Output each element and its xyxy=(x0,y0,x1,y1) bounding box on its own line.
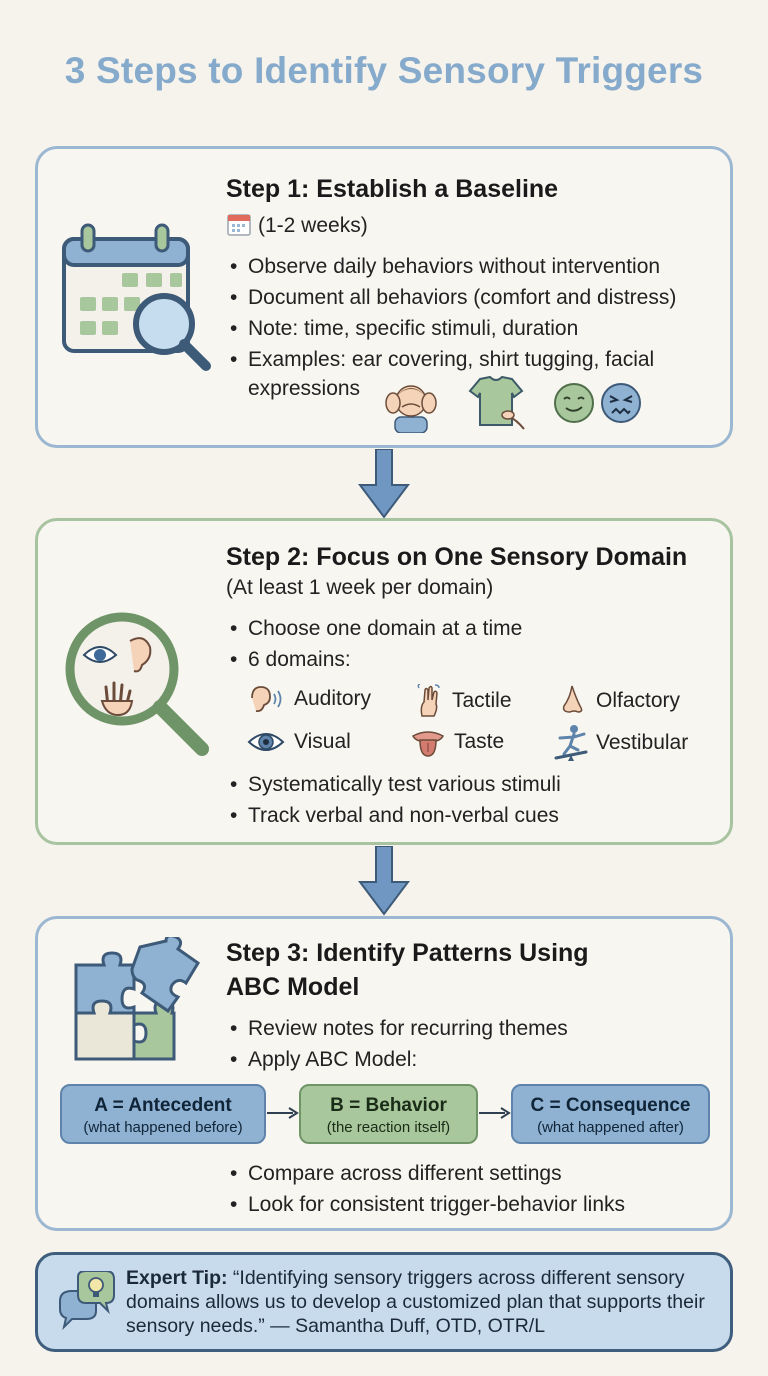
balance-icon xyxy=(554,725,588,761)
list-item: Choose one domain at a time xyxy=(228,613,522,644)
abc-behavior-box: B = Behavior (the reaction itself) xyxy=(299,1084,478,1144)
step3-title-line2: ABC Model xyxy=(226,973,360,1001)
sensory-magnifier-icon xyxy=(65,612,209,756)
step1-title: Step 1: Establish a Baseline xyxy=(226,175,559,203)
arrow-right-icon xyxy=(479,1107,511,1119)
calendar-magnifier-icon xyxy=(62,223,211,371)
abc-antecedent-box: A = Antecedent (what happened before) xyxy=(60,1084,266,1144)
chat-lightbulb-icon xyxy=(59,1271,115,1331)
list-item: Note: time, specific stimuli, duration xyxy=(228,313,676,344)
list-item: Look for consistent trigger-behavior lin… xyxy=(228,1189,625,1220)
nose-icon xyxy=(562,685,583,713)
abc-consequence-label: C = Consequence xyxy=(530,1095,691,1116)
step3-bullets-bottom: Compare across different settings Look f… xyxy=(228,1158,625,1220)
arrow-right-icon xyxy=(267,1107,299,1119)
list-item: Review notes for recurring themes xyxy=(228,1013,568,1044)
step3-bullets-top: Review notes for recurring themes Apply … xyxy=(228,1013,568,1075)
tongue-icon xyxy=(412,731,444,757)
child-covering-ears-icon xyxy=(385,385,437,433)
domain-vestibular: Vestibular xyxy=(554,724,688,762)
puzzle-icon xyxy=(74,937,201,1061)
abc-behavior-label: B = Behavior xyxy=(330,1095,447,1116)
expert-tip-box: Expert Tip: “Identifying sensory trigger… xyxy=(35,1252,733,1352)
ear-icon xyxy=(251,686,282,713)
down-arrow-icon xyxy=(358,846,410,916)
domain-tactile: Tactile xyxy=(416,684,512,718)
list-item: Compare across different settings xyxy=(228,1158,625,1189)
content-face-icon xyxy=(554,383,594,423)
abc-consequence-box: C = Consequence (what happened after) xyxy=(511,1084,710,1144)
list-item: Systematically test various stimuli xyxy=(228,769,561,800)
list-item: Document all behaviors (comfort and dist… xyxy=(228,282,676,313)
step1-bullet-continued: expressions xyxy=(248,377,361,400)
hand-icon xyxy=(417,684,440,717)
list-item: 6 domains: xyxy=(228,644,522,675)
list-item: Examples: ear covering, shirt tugging, f… xyxy=(228,344,676,375)
domain-olfactory: Olfactory xyxy=(558,684,680,718)
abc-consequence-desc: (what happened after) xyxy=(537,1119,684,1136)
step2-bullets-top: Choose one domain at a time 6 domains: xyxy=(228,613,522,675)
step2-duration: (At least 1 week per domain) xyxy=(226,576,494,599)
step1-bullets: Observe daily behaviors without interven… xyxy=(228,251,676,375)
abc-antecedent-desc: (what happened before) xyxy=(83,1119,243,1136)
step3-card: Step 3: Identify Patterns Using ABC Mode… xyxy=(35,916,733,1231)
shirt-tugging-icon xyxy=(468,375,525,430)
step1-duration: (1-2 weeks) xyxy=(226,211,368,238)
calendar-icon xyxy=(227,214,251,236)
domain-visual: Visual xyxy=(246,728,351,756)
expert-tip-label: Expert Tip: xyxy=(126,1267,228,1289)
down-arrow-icon xyxy=(358,449,410,519)
list-item: Apply ABC Model: xyxy=(228,1044,568,1075)
domain-taste: Taste xyxy=(410,726,504,758)
step2-bullets-bottom: Systematically test various stimuli Trac… xyxy=(228,769,561,831)
list-item: Track verbal and non-verbal cues xyxy=(228,800,561,831)
step2-title: Step 2: Focus on One Sensory Domain xyxy=(226,543,688,571)
list-item: Observe daily behaviors without interven… xyxy=(228,251,676,282)
expert-tip-text: Expert Tip: “Identifying sensory trigger… xyxy=(126,1266,716,1338)
domain-auditory: Auditory xyxy=(246,684,371,714)
step2-card: Step 2: Focus on One Sensory Domain (At … xyxy=(35,518,733,845)
abc-antecedent-label: A = Antecedent xyxy=(94,1095,232,1116)
step1-card: Step 1: Establish a Baseline (1-2 weeks)… xyxy=(35,146,733,448)
page-title: 3 Steps to Identify Sensory Triggers xyxy=(64,50,704,91)
expert-tip-quote: “Identifying sensory triggers across dif… xyxy=(126,1267,705,1337)
eye-icon xyxy=(247,733,285,751)
distressed-face-icon xyxy=(601,383,641,423)
abc-behavior-desc: (the reaction itself) xyxy=(326,1119,451,1136)
step3-title-line1: Step 3: Identify Patterns Using xyxy=(226,939,589,967)
